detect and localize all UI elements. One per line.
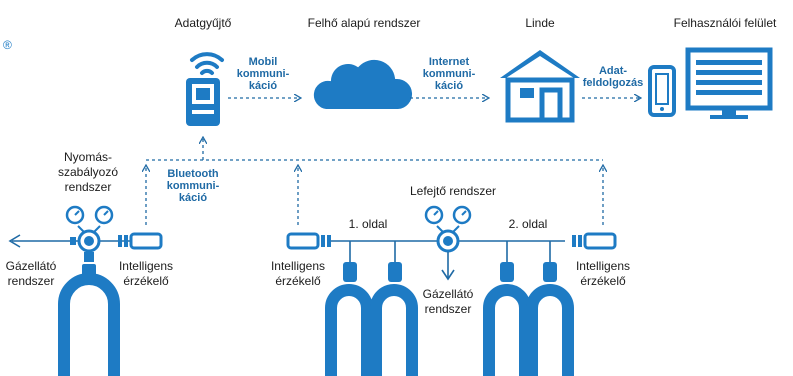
- house-icon: [500, 50, 580, 123]
- side-1-label: 1. oldal: [348, 217, 388, 231]
- data-collector-label: Adatgyűjtő: [174, 16, 232, 30]
- linde-label: Linde: [525, 16, 555, 30]
- data-collector-icon: [186, 78, 220, 126]
- wifi-icon: [190, 52, 224, 75]
- side-2-label: 2. oldal: [508, 217, 548, 231]
- manifold-label: Lefejtő rendszer: [409, 184, 497, 198]
- cloud-icon: [311, 57, 414, 111]
- user-interface-label: Felhasználói felület: [673, 16, 777, 30]
- cloud-label: Felhő alapú rendszer: [307, 16, 421, 30]
- data-processing-label: Adat-feldolgozás: [582, 65, 644, 89]
- monitor-icon: [685, 47, 773, 119]
- top-arrows: [146, 98, 640, 225]
- left-regulator-system: [8, 205, 163, 376]
- manifold-system: [286, 205, 617, 376]
- registered-mark: ®: [3, 38, 12, 52]
- phone-icon: [648, 65, 676, 117]
